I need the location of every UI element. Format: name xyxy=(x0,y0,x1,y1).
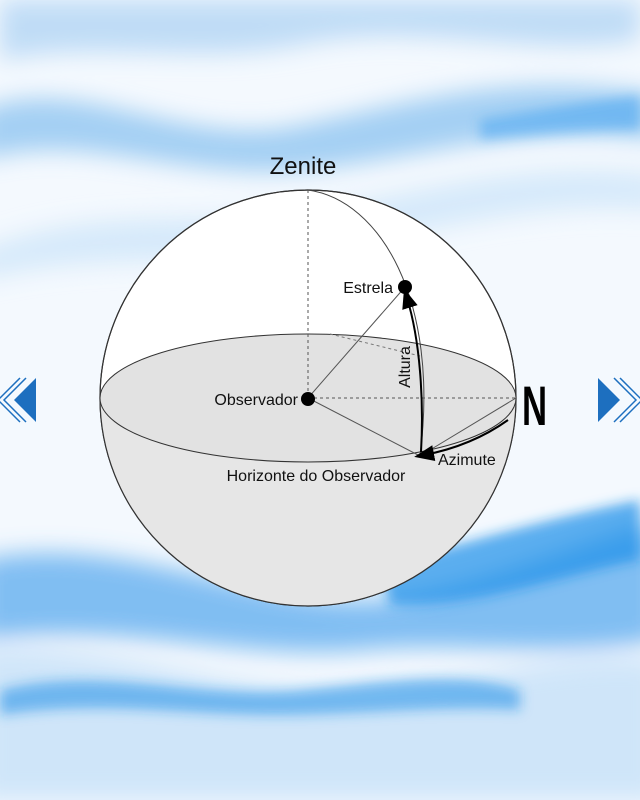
azimuth-label: Azimute xyxy=(438,452,496,469)
previous-button[interactable] xyxy=(0,376,44,424)
altitude-arrow xyxy=(402,288,423,453)
line-horizon-to-north xyxy=(419,397,517,457)
line-to-star xyxy=(307,286,406,399)
horizon-label: Horizonte do Observador xyxy=(227,468,406,485)
observer-point xyxy=(301,392,315,406)
line-to-horizon-point xyxy=(307,397,421,457)
double-chevron-left-icon xyxy=(0,377,36,423)
altitude-label: Altura xyxy=(397,346,414,388)
zenith-label: Zenite xyxy=(270,153,337,180)
star-label: Estrela xyxy=(343,280,393,297)
north-label: N xyxy=(522,375,547,438)
double-chevron-right-icon xyxy=(598,377,640,423)
azimuth-arrow xyxy=(414,419,509,461)
observer-label: Observador xyxy=(214,392,298,409)
next-button[interactable] xyxy=(596,376,640,424)
star-point xyxy=(398,280,412,294)
